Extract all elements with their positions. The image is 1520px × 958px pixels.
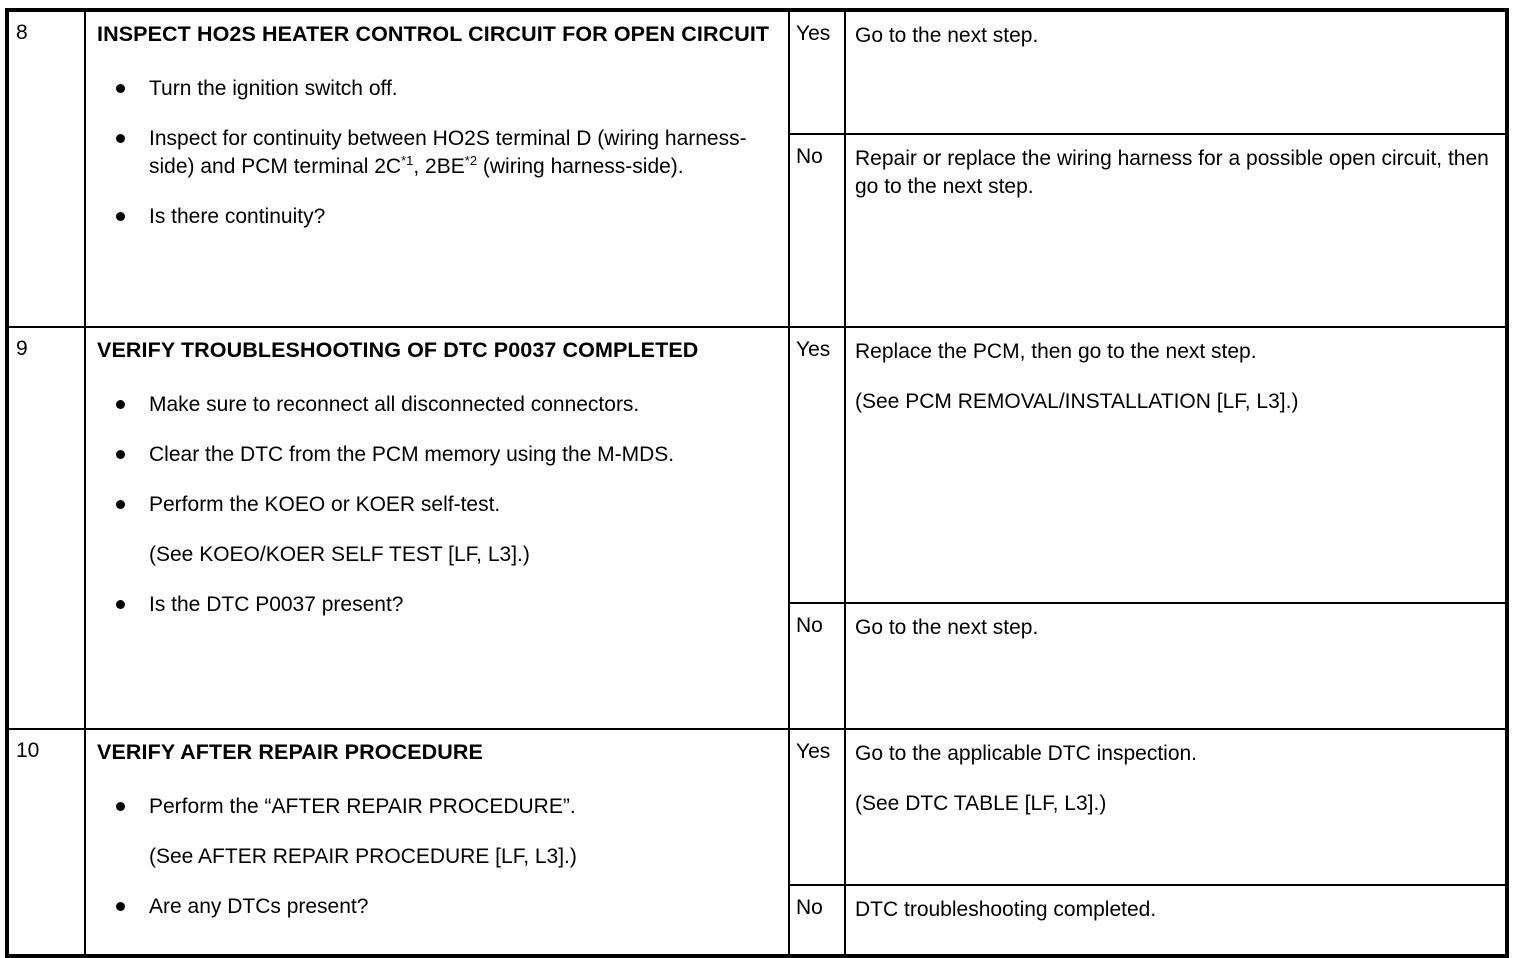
result-cell-no: Go to the next step. [844, 602, 1508, 730]
answer-label-no: No [788, 602, 846, 730]
bullet-dot-icon [116, 599, 125, 609]
result-line: Repair or replace the wiring harness for… [855, 147, 1489, 198]
answer-label-text: Yes [796, 338, 831, 361]
inspection-action-cell: VERIFY AFTER REPAIR PROCEDURE Perform th… [84, 728, 790, 957]
list-item-text: Make sure to reconnect all disconnected … [149, 392, 640, 416]
answer-label-yes: Yes [788, 326, 846, 604]
step-number-cell: 9 [6, 326, 86, 730]
inspection-action-cell: INSPECT HO2S HEATER CONTROL CIRCUIT FOR … [84, 9, 790, 328]
list-item-text-part: (wiring harness-side). [477, 154, 684, 178]
result-line: Go to the applicable DTC inspection. [855, 742, 1198, 765]
table-row: 10 VERIFY AFTER REPAIR PROCEDURE Perform… [6, 728, 1508, 957]
list-item-text-part: , 2BE [413, 154, 465, 178]
result-line: Replace the PCM, then go to the next ste… [855, 340, 1257, 363]
list-item-text: Clear the DTC from the PCM memory using … [149, 442, 675, 466]
troubleshooting-table: 8 INSPECT HO2S HEATER CONTROL CIRCUIT FO… [5, 8, 1509, 958]
list-item-text: Are any DTCs present? [149, 894, 369, 918]
action-bullet-list-continued: Is the DTC P0037 present? [97, 591, 778, 619]
step-number-cell: 10 [6, 728, 86, 957]
footnote-marker-2: *2 [464, 152, 478, 168]
bullet-dot-icon [116, 83, 125, 93]
list-item: Clear the DTC from the PCM memory using … [97, 441, 778, 469]
answer-label-text: No [796, 145, 823, 168]
table-row: No Repair or replace the wiring harness … [7, 133, 1508, 328]
answer-label-no: No [788, 133, 846, 328]
result-line: Go to the next step. [855, 616, 1039, 639]
step-number: 9 [16, 337, 28, 360]
list-item-text: Is the DTC P0037 present? [149, 592, 404, 616]
result-cell-yes: Go to the next step. [844, 9, 1508, 135]
list-item-text: Perform the “AFTER REPAIR PROCEDURE”. [149, 794, 576, 818]
answer-label-yes: Yes [788, 9, 846, 135]
list-item: Perform the KOEO or KOER self-test. [97, 491, 778, 519]
list-item: Is the DTC P0037 present? [97, 591, 778, 619]
answer-label-text: No [796, 896, 823, 919]
result-cell-no: Repair or replace the wiring harness for… [844, 133, 1508, 328]
list-item-text-part: Inspect for continuity between HO2S term… [149, 126, 747, 178]
list-item: Are any DTCs present? [97, 893, 778, 921]
troubleshooting-table-page: 8 INSPECT HO2S HEATER CONTROL CIRCUIT FO… [5, 8, 1509, 958]
answer-label-yes: Yes [788, 728, 846, 886]
action-bullet-list: Turn the ignition switch off. Inspect fo… [97, 75, 778, 231]
result-line: Go to the next step. [855, 24, 1039, 47]
table-row: 9 VERIFY TROUBLESHOOTING OF DTC P0037 CO… [6, 326, 1508, 730]
action-title: VERIFY TROUBLESHOOTING OF DTC P0037 COMP… [97, 338, 699, 362]
bullet-dot-icon [116, 499, 125, 509]
bullet-dot-icon [116, 133, 125, 143]
action-title: VERIFY AFTER REPAIR PROCEDURE [97, 740, 483, 764]
inspection-action-cell: VERIFY TROUBLESHOOTING OF DTC P0037 COMP… [84, 326, 790, 730]
action-bullet-list: Perform the “AFTER REPAIR PROCEDURE”. [97, 793, 778, 821]
table-row: No Go to the next step. [7, 602, 1508, 730]
step-number: 8 [16, 21, 28, 44]
list-item-text: Perform the KOEO or KOER self-test. [149, 492, 501, 516]
reference-note: (See AFTER REPAIR PROCEDURE [LF, L3].) [149, 844, 577, 868]
action-title: INSPECT HO2S HEATER CONTROL CIRCUIT FOR … [97, 22, 770, 46]
bullet-dot-icon [116, 211, 125, 221]
bullet-dot-icon [116, 901, 125, 911]
table-row: 8 INSPECT HO2S HEATER CONTROL CIRCUIT FO… [6, 9, 1508, 328]
list-item: Turn the ignition switch off. [97, 75, 778, 103]
list-item-text: Is there continuity? [149, 204, 326, 228]
result-cell-yes: Go to the applicable DTC inspection. (Se… [844, 728, 1508, 886]
step-number: 10 [16, 739, 40, 762]
step-number-cell: 8 [6, 9, 86, 328]
list-item: Is there continuity? [97, 203, 778, 231]
action-bullet-list: Make sure to reconnect all disconnected … [97, 391, 778, 519]
reference-note: (See KOEO/KOER SELF TEST [LF, L3].) [149, 542, 530, 566]
result-reference-note: (See PCM REMOVAL/INSTALLATION [LF, L3].) [855, 389, 1299, 413]
list-item-text: Turn the ignition switch off. [149, 76, 398, 100]
list-item: Inspect for continuity between HO2S term… [97, 125, 778, 181]
list-item-text: Inspect for continuity between HO2S term… [149, 127, 747, 178]
footnote-marker-1: *1 [401, 152, 414, 168]
bullet-dot-icon [116, 399, 125, 409]
result-cell-yes: Replace the PCM, then go to the next ste… [844, 326, 1508, 604]
action-bullet-list-continued: Are any DTCs present? [97, 893, 778, 921]
result-line: DTC troubleshooting completed. [855, 898, 1157, 921]
answer-label-text: No [796, 614, 823, 637]
bullet-dot-icon [116, 449, 125, 459]
result-reference-note: (See DTC TABLE [LF, L3].) [855, 791, 1107, 815]
answer-label-text: Yes [796, 22, 831, 45]
bullet-dot-icon [116, 801, 125, 811]
list-item: Perform the “AFTER REPAIR PROCEDURE”. [97, 793, 778, 821]
answer-label-text: Yes [796, 740, 831, 763]
list-item: Make sure to reconnect all disconnected … [97, 391, 778, 419]
